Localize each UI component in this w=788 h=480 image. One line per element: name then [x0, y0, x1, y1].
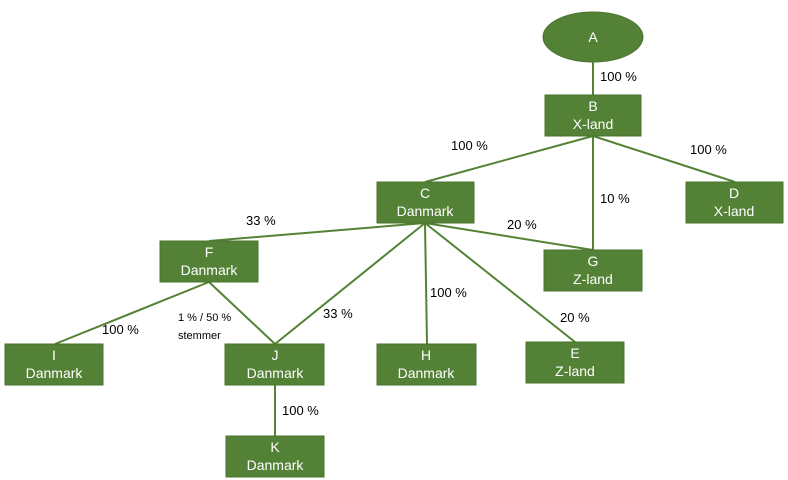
node-k-shape — [225, 435, 325, 478]
node-b: B X-land — [544, 94, 642, 137]
node-b-country: X-land — [573, 116, 613, 132]
node-a-id: A — [588, 29, 598, 45]
node-c: C Danmark — [376, 181, 475, 224]
edge-c-g — [424, 222, 594, 251]
node-f-id: F — [205, 244, 214, 260]
node-f-country: Danmark — [181, 262, 239, 278]
node-g-country: Z-land — [573, 271, 613, 287]
node-j-shape — [224, 343, 325, 386]
node-g-shape — [543, 249, 643, 292]
edge-b-c — [424, 135, 594, 183]
node-h-country: Danmark — [398, 365, 456, 381]
edge-label-f-j-line2: stemmer — [178, 330, 221, 342]
edge-label-b-c: 100 % — [451, 138, 488, 153]
node-g: G Z-land — [543, 249, 643, 292]
node-k-country: Danmark — [247, 457, 305, 473]
node-d-country: X-land — [714, 203, 754, 219]
edge-c-f — [208, 222, 426, 242]
edge-f-i — [54, 281, 210, 345]
node-a: A — [542, 11, 644, 63]
node-b-shape — [544, 94, 642, 137]
edge-c-e — [424, 222, 576, 343]
edge-label-f-j-line1: 1 % / 50 % — [178, 312, 231, 324]
node-h-shape — [376, 343, 477, 386]
node-a-shape — [542, 11, 644, 63]
edge-label-f-i: 100 % — [102, 322, 139, 337]
edge-label-j-k: 100 % — [282, 403, 319, 418]
node-d: D X-land — [685, 181, 784, 224]
edge-label-b-d: 100 % — [690, 142, 727, 157]
node-i: I Danmark — [4, 343, 104, 386]
node-d-id: D — [729, 185, 739, 201]
node-k: K Danmark — [225, 435, 325, 478]
node-h: H Danmark — [376, 343, 477, 386]
node-e: E Z-land — [525, 341, 625, 384]
node-j: J Danmark — [224, 343, 325, 386]
edge-label-c-e: 20 % — [560, 310, 590, 325]
node-b-id: B — [588, 98, 597, 114]
node-e-shape — [525, 341, 625, 384]
node-i-id: I — [52, 347, 56, 363]
edge-label-c-j: 33 % — [323, 306, 353, 321]
edge-c-h — [424, 222, 428, 345]
node-g-id: G — [588, 253, 599, 269]
node-d-shape — [685, 181, 784, 224]
edge-label-c-h: 100 % — [430, 285, 467, 300]
node-e-country: Z-land — [555, 363, 595, 379]
edge-label-c-f: 33 % — [246, 213, 276, 228]
edge-label-a-b: 100 % — [600, 69, 637, 84]
node-h-id: H — [421, 347, 431, 363]
node-j-id: J — [272, 347, 279, 363]
edge-label-c-g: 20 % — [507, 217, 537, 232]
edge-c-j — [274, 222, 426, 345]
node-i-country: Danmark — [26, 365, 84, 381]
node-c-shape — [376, 181, 475, 224]
edge-b-d — [592, 135, 736, 183]
node-f-shape — [159, 240, 259, 283]
node-i-shape — [4, 343, 104, 386]
node-c-id: C — [420, 185, 430, 201]
edge-f-j — [208, 281, 276, 345]
node-j-country: Danmark — [247, 365, 305, 381]
node-c-country: Danmark — [397, 203, 455, 219]
node-k-id: K — [270, 439, 280, 455]
node-f: F Danmark — [159, 240, 259, 283]
edge-label-b-g: 10 % — [600, 191, 630, 206]
node-e-id: E — [570, 345, 579, 361]
